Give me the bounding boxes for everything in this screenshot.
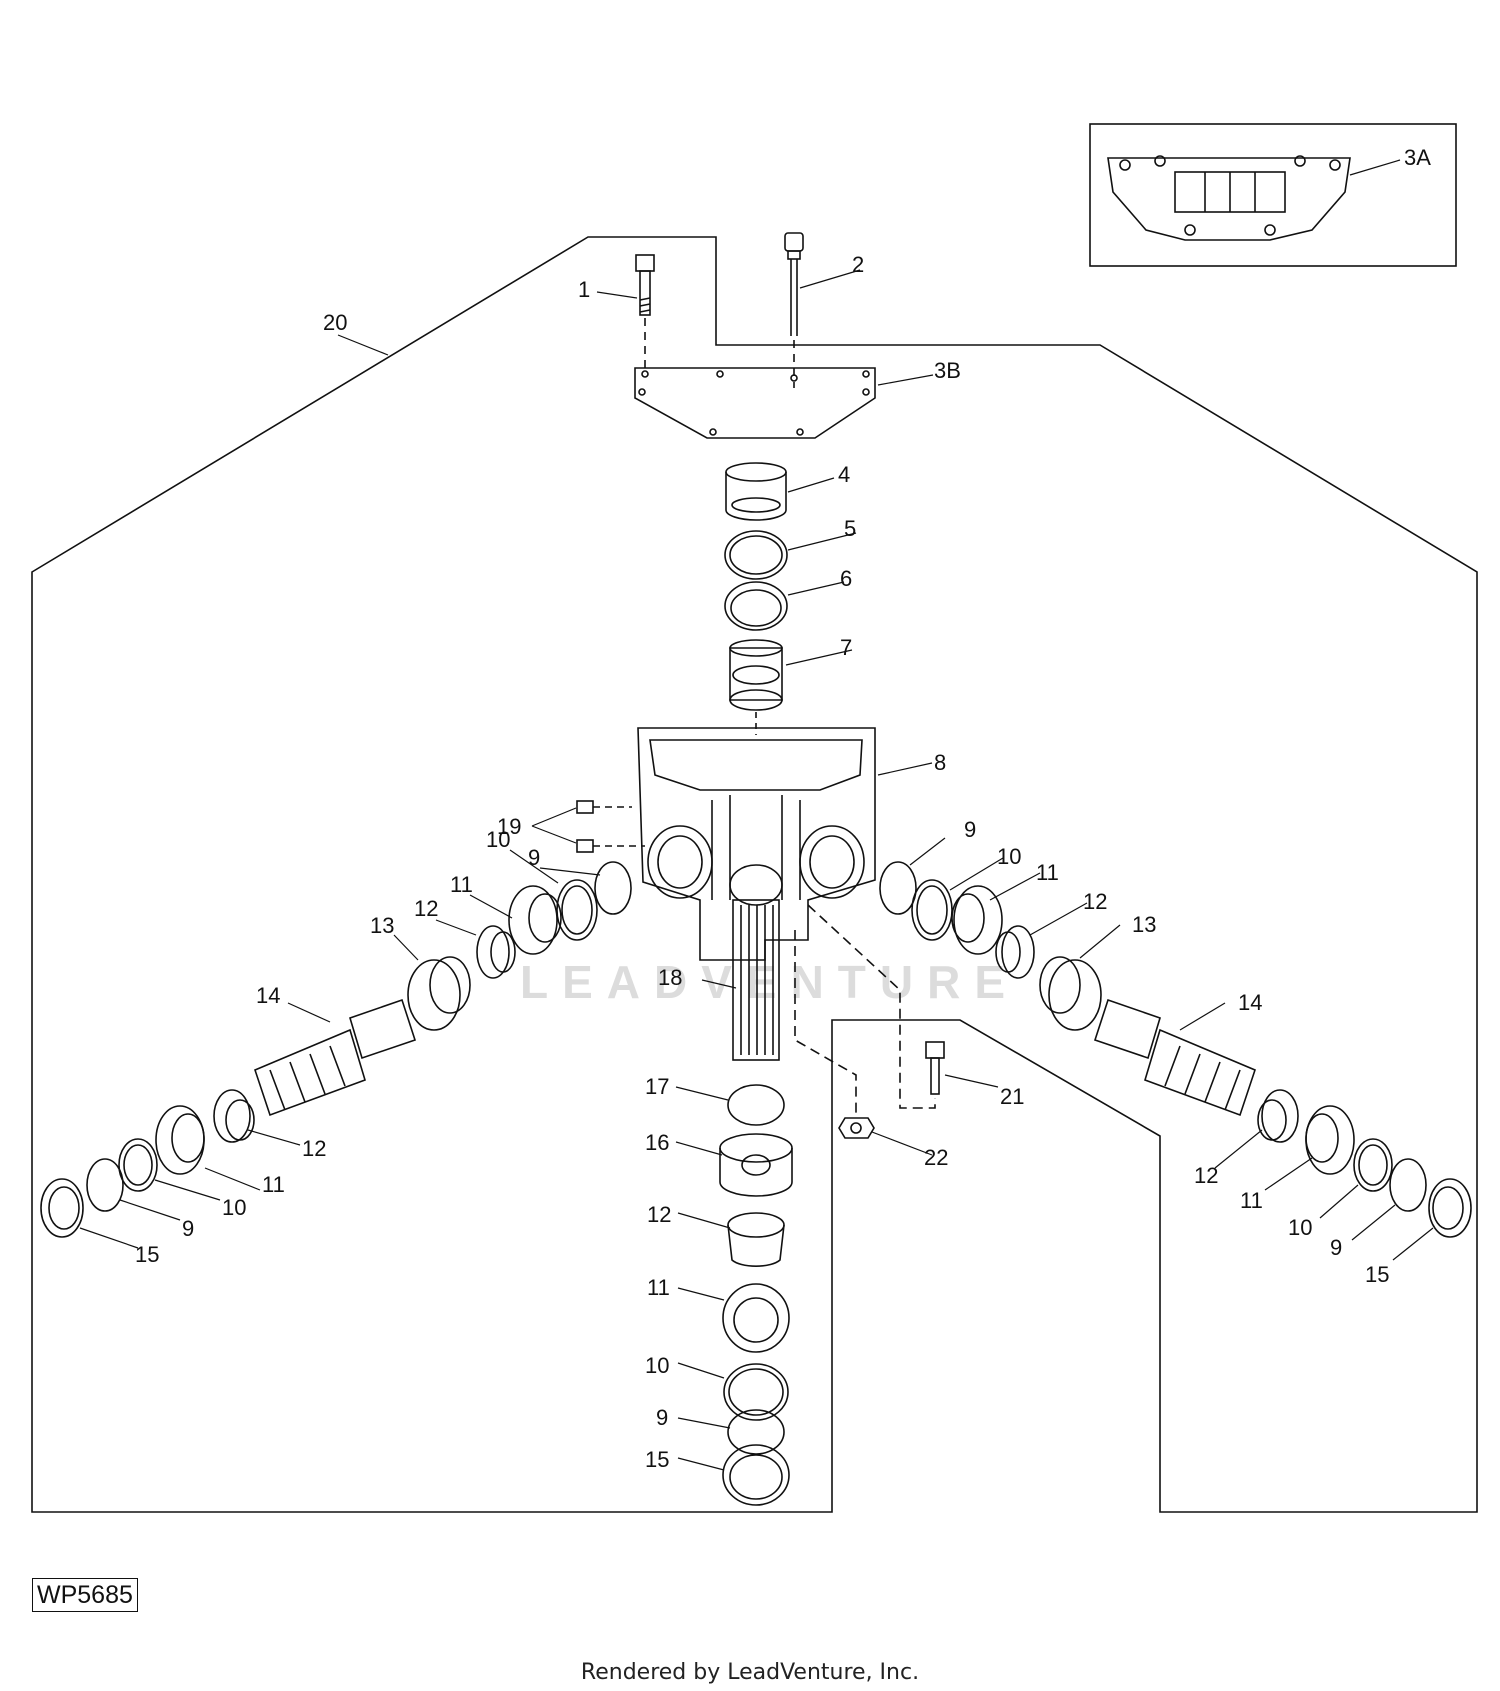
callout-19: 19 [497, 814, 521, 839]
bearing-cup-11-right-upper [951, 885, 1003, 955]
callout-9-right-lower: 9 [1330, 1235, 1342, 1260]
bearing-cup-4 [725, 462, 787, 521]
shim-6 [724, 581, 788, 631]
axle-shaft-14-left [254, 998, 417, 1117]
callout-16: 16 [645, 1130, 669, 1155]
callout-18: 18 [658, 965, 682, 990]
callout-10-right-upper: 10 [997, 844, 1021, 869]
callout-15-left: 15 [135, 1242, 159, 1267]
snap-ring-9-left-upper [594, 861, 632, 915]
callout-10-right-lower: 10 [1288, 1215, 1312, 1240]
shim-10-right-upper [911, 879, 953, 941]
seal-15-left [40, 1178, 84, 1238]
callout-21: 21 [1000, 1084, 1024, 1109]
diagram-code: WP5685 [32, 1578, 138, 1612]
leader-lines [79, 159, 1434, 1471]
seal-15-center [722, 1444, 790, 1506]
callout-9-right-upper: 9 [964, 817, 976, 842]
callout-13-right: 13 [1132, 912, 1156, 937]
callout-4: 4 [838, 462, 850, 487]
bearing-cup-11-left-upper [508, 885, 562, 955]
callout-12-right-lower: 12 [1194, 1163, 1218, 1188]
bearing-cone-12-left-upper [476, 925, 516, 979]
callout-22: 22 [924, 1145, 948, 1170]
bevel-gear-13-right [1039, 956, 1102, 1031]
callout-10-center: 10 [645, 1353, 669, 1378]
callout-11-center: 11 [647, 1275, 670, 1300]
bolt-21 [925, 1041, 945, 1095]
callout-12-left-upper: 12 [414, 896, 438, 921]
callout-2: 2 [852, 252, 864, 277]
bevel-gear-13-left [407, 956, 471, 1031]
bearing-7 [729, 639, 783, 711]
snap-ring-9-center [727, 1409, 785, 1455]
callout-8: 8 [934, 750, 946, 775]
callout-15-right: 15 [1365, 1262, 1389, 1287]
callout-11-left-lower: 11 [262, 1172, 285, 1197]
watermark: LEADVENTURE [520, 956, 1020, 1008]
snap-ring-17 [727, 1084, 785, 1126]
bolt-1 [635, 254, 655, 370]
callout-6: 6 [840, 566, 852, 591]
shim-10-center [723, 1363, 789, 1421]
inset-box-3a [1089, 123, 1457, 267]
callout-17: 17 [645, 1074, 669, 1099]
dipstick-2 [784, 232, 804, 388]
callout-9-center: 9 [656, 1405, 668, 1430]
callout-9-left-upper: 9 [528, 845, 540, 870]
seal-15-right [1428, 1178, 1472, 1238]
bearing-cup-11-right-lower [1305, 1105, 1355, 1175]
callout-20: 20 [323, 310, 347, 335]
callout-11-right-upper: 11 [1036, 860, 1059, 885]
shim-10-left-upper [556, 879, 598, 941]
gearbox-housing-8 [637, 727, 876, 961]
callout-9-left-lower: 9 [182, 1216, 194, 1241]
callout-10-left-upper: 10 [486, 827, 510, 852]
input-shaft-18 [732, 899, 780, 1061]
callout-11-left-upper: 11 [450, 872, 473, 897]
bearing-cone-12-right-upper [995, 925, 1035, 979]
bearing-cone-12-center [727, 1212, 785, 1267]
plug-19-bottom [576, 839, 594, 853]
cover-3a-shape [1107, 157, 1351, 241]
bearing-cone-12-left-lower [213, 1089, 255, 1143]
callout-11-right-lower: 11 [1240, 1188, 1263, 1213]
group-outline-20 [31, 236, 1478, 1513]
footer-credit: Rendered by LeadVenture, Inc. [580, 1660, 920, 1685]
callout-1: 1 [578, 277, 590, 302]
shim-5 [724, 530, 788, 580]
bearing-cup-11-center [722, 1283, 790, 1353]
snap-ring-9-right-upper [879, 861, 917, 915]
callout-10-left-lower: 10 [222, 1195, 246, 1220]
bearing-cup-11-left-lower [155, 1105, 205, 1175]
shim-10-right-lower [1353, 1138, 1393, 1192]
callout-12-left-lower: 12 [302, 1136, 326, 1161]
shim-10-left-lower [118, 1138, 158, 1192]
callout-14-right: 14 [1238, 990, 1262, 1015]
nut-22 [838, 1117, 875, 1139]
plug-19-top [576, 800, 594, 814]
callout-15-center: 15 [645, 1447, 669, 1472]
callout-5: 5 [844, 516, 856, 541]
callout-labels: 1 2 3A 3B 4 5 6 7 8 9 10 11 12 13 14 15 … [135, 145, 1431, 1472]
pinion-gear-16 [719, 1133, 793, 1197]
snap-ring-9-left-lower [86, 1158, 124, 1212]
callout-7: 7 [840, 635, 852, 660]
callout-12-right-upper: 12 [1083, 889, 1107, 914]
snap-ring-9-right-lower [1389, 1158, 1427, 1212]
callout-3b: 3B [934, 358, 961, 383]
callout-13-left: 13 [370, 913, 394, 938]
callout-3a: 3A [1404, 145, 1431, 170]
callout-12-center: 12 [647, 1202, 671, 1227]
bearing-cone-12-right-lower [1257, 1089, 1299, 1143]
axle-shaft-14-right [1093, 998, 1256, 1117]
callout-14-left: 14 [256, 983, 280, 1008]
cover-plate-3b [634, 367, 876, 439]
